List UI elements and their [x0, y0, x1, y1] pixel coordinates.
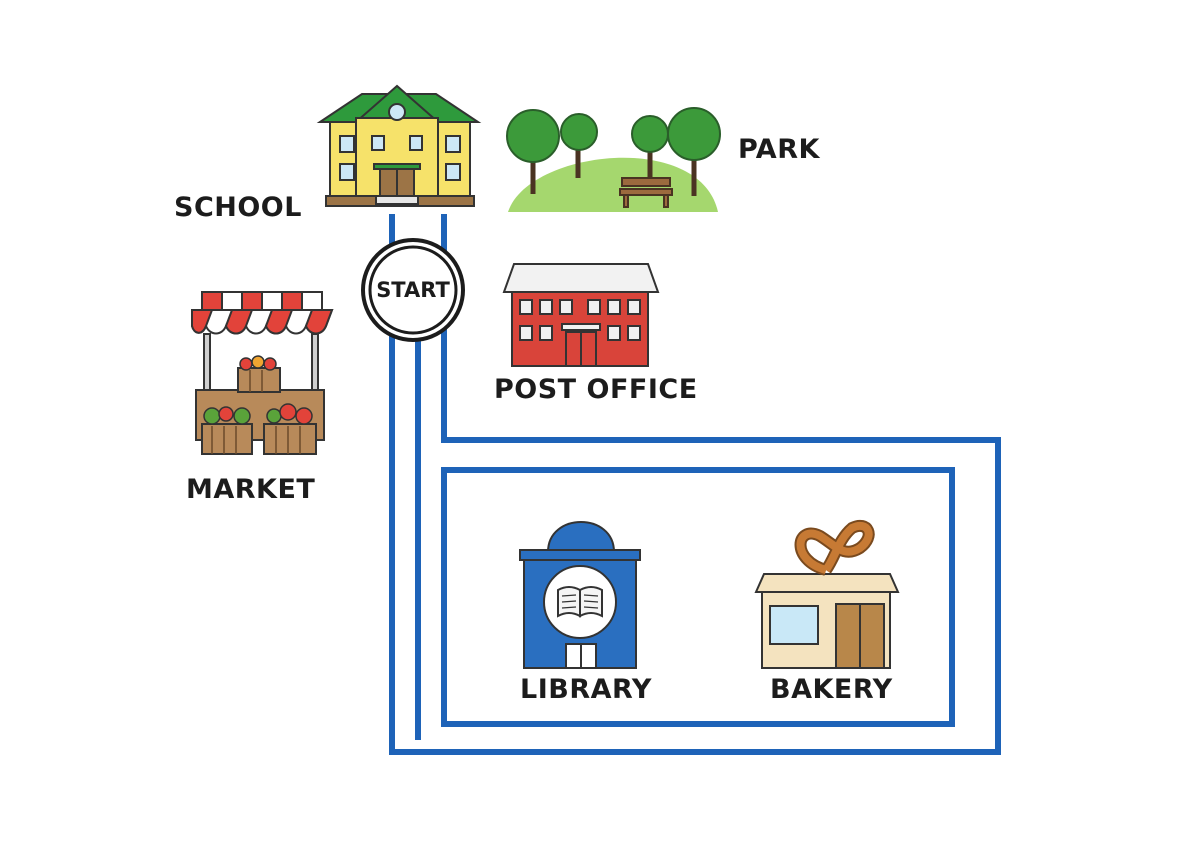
- park-label: PARK: [738, 134, 820, 165]
- post-office-icon: [502, 263, 660, 367]
- route-outer-loop: [389, 214, 1001, 755]
- route-inner-rect: [441, 467, 955, 727]
- park-icon: [506, 107, 721, 212]
- bakery-label: BAKERY: [770, 674, 893, 705]
- market-label: MARKET: [186, 474, 316, 505]
- bakery-icon: [754, 520, 900, 669]
- library-icon: [519, 521, 641, 669]
- route-paths: [389, 214, 1001, 755]
- school-label: SCHOOL: [174, 192, 302, 223]
- start-sign-icon: [361, 238, 465, 342]
- school-icon: [316, 84, 482, 207]
- market-stall-icon: [191, 291, 334, 455]
- start-label: START: [376, 278, 450, 302]
- library-label: LIBRARY: [520, 674, 652, 705]
- post-office-label: POST OFFICE: [494, 374, 698, 405]
